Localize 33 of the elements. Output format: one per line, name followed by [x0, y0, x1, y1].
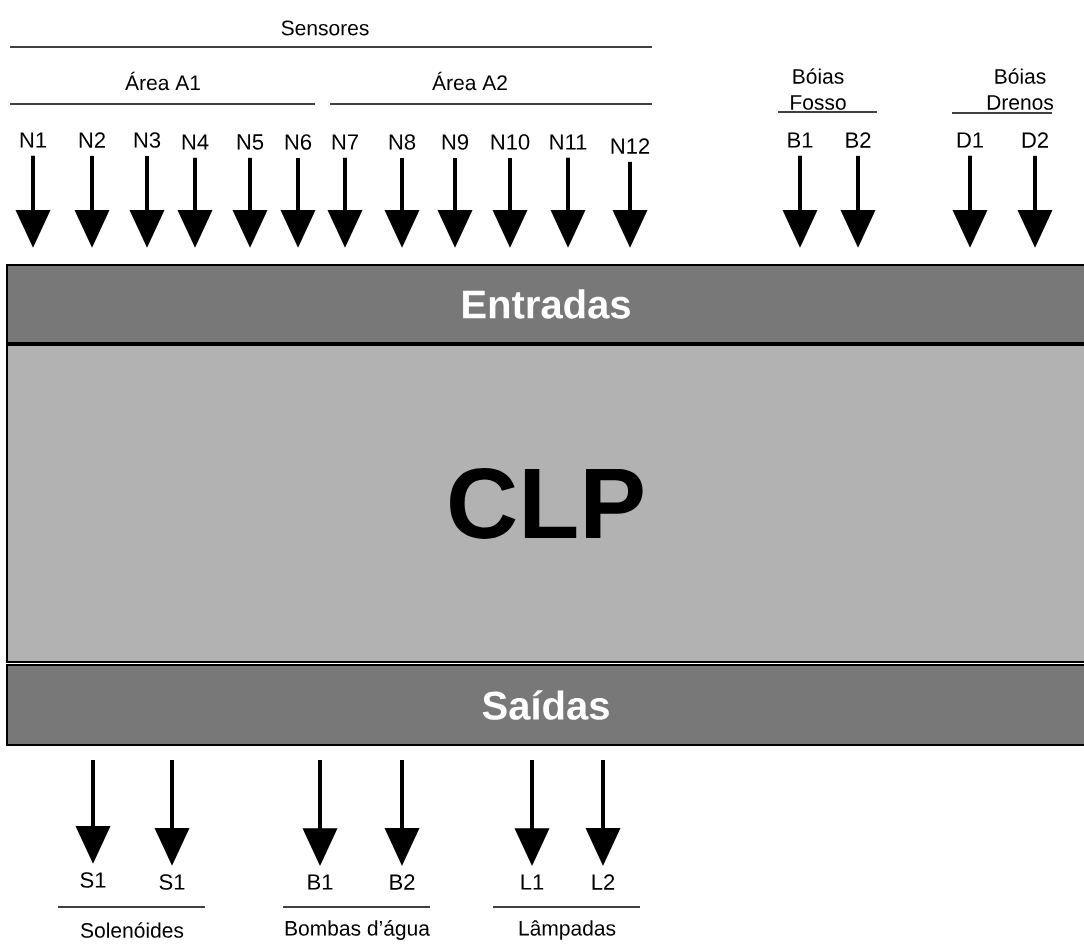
terminal-label: L1 [521, 874, 544, 890]
terminal-label: S1 [159, 874, 185, 890]
terminal-label: N1 [20, 132, 46, 148]
band-header: Saídas [6, 664, 1084, 746]
group-label: Bóias Drenos [987, 68, 1054, 110]
terminal-label: N8 [389, 134, 416, 150]
group-label: Sensores [281, 20, 369, 36]
terminal-label: D1 [957, 132, 983, 148]
terminal-label: B1 [308, 874, 333, 890]
terminal-label: B2 [390, 874, 415, 890]
terminal-label: L2 [592, 874, 615, 890]
group-label: Área A2 [432, 71, 507, 91]
terminal-label: N12 [611, 138, 650, 154]
terminal-label: N7 [332, 134, 358, 150]
terminal-label: N5 [237, 134, 264, 150]
band-header: Entradas [6, 264, 1084, 344]
group-label: Lâmpadas [519, 920, 616, 940]
terminal-label: N6 [285, 134, 312, 150]
terminal-label: N9 [442, 134, 469, 150]
terminal-label: N2 [79, 132, 105, 148]
group-label: Solenóides [81, 922, 184, 938]
terminal-label: N4 [182, 134, 209, 150]
terminal-label: B2 [846, 132, 871, 148]
terminal-label: B1 [788, 132, 813, 148]
group-label: Área A1 [125, 71, 200, 91]
group-label: Bombas d’água [285, 920, 430, 940]
terminal-label: S1 [80, 872, 106, 888]
terminal-label: N3 [134, 132, 161, 148]
terminal-label: N10 [491, 134, 530, 150]
cpu-body: CLP [6, 344, 1084, 663]
group-label: Bóias Fosso [791, 68, 846, 110]
terminal-label: N11 [550, 134, 587, 150]
terminal-label: D2 [1022, 132, 1048, 148]
